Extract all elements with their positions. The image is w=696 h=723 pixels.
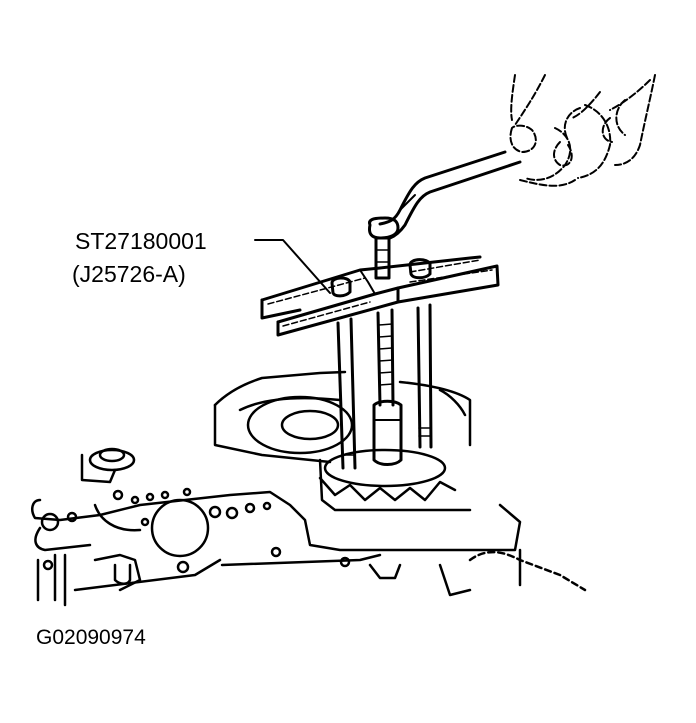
forcing-screw <box>376 238 389 278</box>
puller-crossbar <box>262 257 498 335</box>
wrench <box>369 152 520 238</box>
figure-id: G02090974 <box>36 626 146 649</box>
puller-legs <box>338 305 431 468</box>
transmission-case <box>32 372 585 605</box>
hand <box>510 75 655 186</box>
tool-alt-part-number: (J25726-A) <box>72 261 186 287</box>
callout-leader-line <box>255 240 330 293</box>
tool-part-number: ST27180001 <box>75 228 207 254</box>
